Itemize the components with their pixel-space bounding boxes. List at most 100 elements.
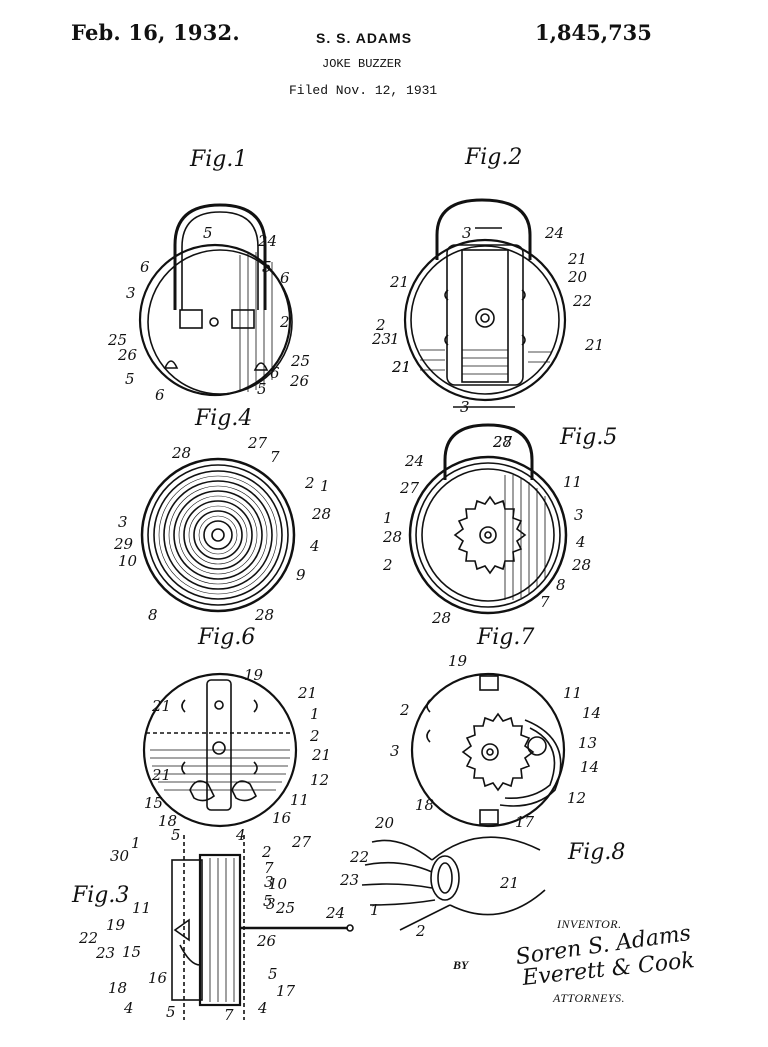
- fig6-ref-numeral: 18: [158, 812, 177, 830]
- fig7-ref-numeral: 12: [567, 789, 586, 807]
- fig8-ref-numeral: 1: [370, 901, 380, 919]
- fig-3-drawing: [171, 835, 354, 1020]
- fig3-ref-numeral: 5: [171, 826, 181, 844]
- fig3-ref-numeral: 5: [268, 965, 278, 983]
- fig-1-drawing: [138, 203, 293, 397]
- fig8-ref-numeral: 21: [499, 874, 519, 892]
- fig5-ref-numeral: 28: [492, 433, 512, 451]
- fig7-ref-numeral: 17: [515, 813, 535, 831]
- fig8-ref-numeral: 2: [415, 922, 426, 940]
- fig8-ref-numeral: 22: [349, 848, 369, 866]
- fig6-ref-numeral: 19: [244, 666, 264, 684]
- fig8-ref-numeral: 23: [339, 871, 359, 889]
- fig5-ref-numeral: 3: [574, 506, 584, 524]
- fig1-ref-numeral: 26: [289, 372, 310, 390]
- fig3-ref-numeral: 10: [268, 875, 288, 893]
- fig6-ref-numeral: 11: [290, 791, 309, 809]
- patent-number: 1,845,735: [535, 20, 652, 45]
- fig2-ref-numeral: 3: [462, 224, 472, 242]
- fig3-ref-numeral: 30: [110, 847, 130, 865]
- fig5-ref-numeral: 28: [431, 609, 451, 627]
- fig3-ref-numeral: 3: [266, 895, 276, 913]
- fig2-ref-numeral: 1: [390, 330, 400, 348]
- fig3-ref-numeral: 16: [148, 969, 168, 987]
- fig4-ref-numeral: 28: [171, 444, 191, 462]
- fig4-ref-numeral: 10: [118, 552, 138, 570]
- fig2-ref-numeral: 3: [460, 398, 470, 416]
- fig-1-label: Fig.1: [190, 147, 248, 172]
- fig7-ref-numeral: 11: [563, 684, 582, 702]
- fig5-ref-numeral: 24: [404, 452, 424, 470]
- fig5-ref-numeral: 28: [382, 528, 402, 546]
- fig2-ref-numeral: 21: [567, 250, 587, 268]
- fig2-ref-numeral: 21: [584, 336, 604, 354]
- by-label: BY: [453, 958, 469, 972]
- fig-8-drawing: [361, 836, 546, 931]
- fig7-ref-numeral: 2: [399, 701, 410, 719]
- fig3-ref-numeral: 17: [276, 982, 296, 1000]
- fig2-ref-numeral: 21: [391, 358, 411, 376]
- fig3-ref-numeral: 4: [257, 999, 268, 1017]
- fig6-ref-numeral: 21: [311, 746, 331, 764]
- fig5-ref-numeral: 1: [383, 509, 393, 527]
- fig1-ref-numeral: 6: [280, 269, 290, 287]
- fig6-ref-numeral: 21: [151, 766, 171, 784]
- fig5-ref-numeral: 7: [540, 593, 550, 611]
- fig4-ref-numeral: 2: [304, 474, 315, 492]
- fig1-ref-numeral: 6: [140, 258, 150, 276]
- inventor-name: S. S. ADAMS: [316, 30, 413, 46]
- fig-4-label: Fig.4: [195, 406, 253, 431]
- fig-5-label: Fig.5: [560, 425, 618, 450]
- fig6-ref-numeral: 1: [310, 705, 320, 723]
- fig1-ref-numeral: 25: [107, 331, 127, 349]
- fig6-ref-numeral: 15: [144, 794, 163, 812]
- fig8-ref-numeral: 20: [374, 814, 395, 832]
- fig3-ref-numeral: 25: [275, 899, 295, 917]
- fig3-ref-numeral: 22: [78, 929, 98, 947]
- fig3-ref-numeral: 24: [325, 904, 345, 922]
- fig3-ref-numeral: 4: [235, 826, 246, 844]
- fig6-ref-numeral: 2: [309, 727, 320, 745]
- fig3-ref-numeral: 7: [224, 1006, 234, 1024]
- fig5-ref-numeral: 4: [575, 533, 586, 551]
- fig7-ref-numeral: 19: [448, 652, 468, 670]
- fig5-ref-numeral: 27: [492, 433, 513, 451]
- fig1-ref-numeral: 5: [125, 370, 135, 388]
- fig5-ref-numeral: 28: [571, 556, 591, 574]
- fig3-ref-numeral: 5: [166, 1003, 176, 1021]
- fig-6-drawing: [142, 672, 298, 828]
- fig-3-label: Fig.3: [72, 883, 130, 908]
- fig5-ref-numeral: 8: [556, 576, 566, 594]
- fig4-ref-numeral: 9: [296, 566, 306, 584]
- fig6-ref-numeral: 21: [297, 684, 317, 702]
- invention-title: JOKE BUZZER: [322, 57, 402, 71]
- patent-date: Feb. 16, 1932.: [71, 20, 240, 45]
- fig5-ref-numeral: 27: [399, 479, 420, 497]
- fig-7-drawing: [410, 672, 566, 828]
- fig1-ref-numeral: 25: [290, 352, 310, 370]
- fig5-ref-numeral: 2: [382, 556, 393, 574]
- fig1-ref-numeral: 3: [126, 284, 136, 302]
- fig7-ref-numeral: 14: [580, 758, 599, 776]
- fig2-ref-numeral: 22: [572, 292, 592, 310]
- fig2-ref-numeral: 21: [389, 273, 409, 291]
- fig4-ref-numeral: 28: [311, 505, 331, 523]
- fig-7-label: Fig.7: [477, 625, 535, 650]
- fig1-ref-numeral: 26: [117, 346, 138, 364]
- fig7-ref-numeral: 13: [578, 734, 597, 752]
- fig2-ref-numeral: 24: [544, 224, 564, 242]
- fig3-ref-numeral: 4: [123, 999, 134, 1017]
- fig3-ref-numeral: 2: [261, 843, 272, 861]
- fig3-ref-numeral: 1: [131, 834, 141, 852]
- fig3-ref-numeral: 26: [256, 932, 277, 950]
- fig4-ref-numeral: 4: [309, 537, 320, 555]
- fig4-ref-numeral: 8: [148, 606, 158, 624]
- fig3-ref-numeral: 3: [264, 873, 274, 891]
- fig3-ref-numeral: 11: [132, 899, 151, 917]
- fig2-ref-numeral: 23: [371, 330, 391, 348]
- fig7-ref-numeral: 18: [415, 796, 434, 814]
- fig-6-label: Fig.6: [198, 625, 256, 650]
- fig4-ref-numeral: 7: [270, 448, 280, 466]
- fig1-ref-numeral: 5: [203, 224, 213, 242]
- fig-2-label: Fig.2: [465, 145, 523, 170]
